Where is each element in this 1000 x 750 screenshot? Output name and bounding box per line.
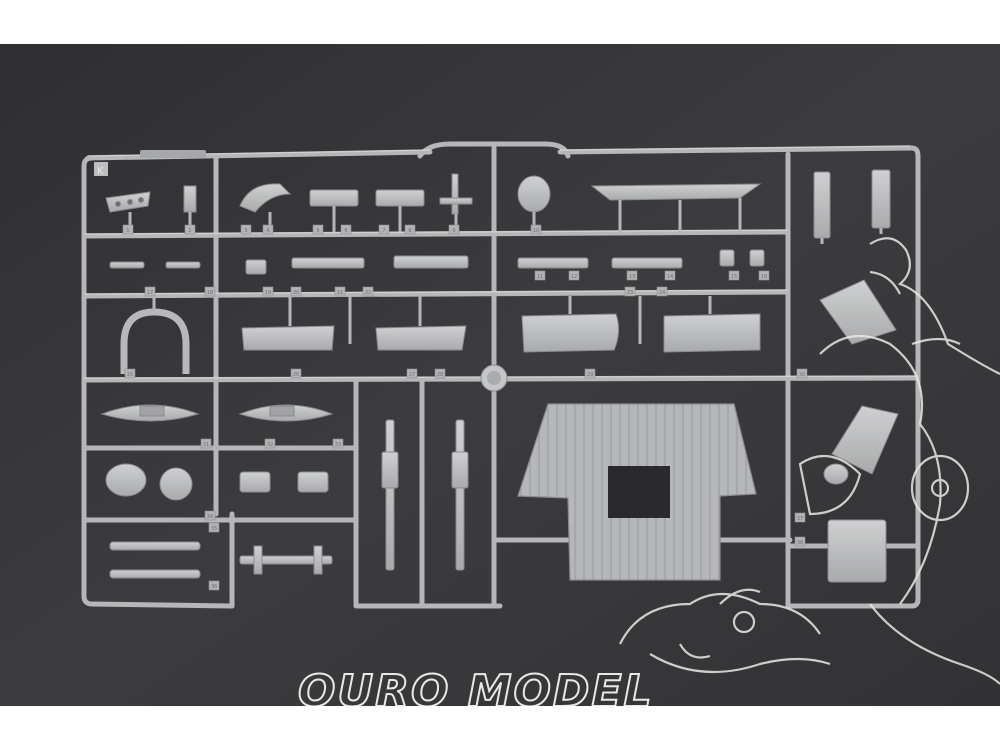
part-number: 18 <box>207 290 213 296</box>
part-number: 27 <box>409 372 415 378</box>
part-number-tag: 26 <box>290 368 302 379</box>
right-column-parts <box>819 279 899 583</box>
part-number: 37 <box>797 516 803 522</box>
part-number-tag: 18 <box>204 286 216 297</box>
part-number: 30 <box>799 372 805 378</box>
part-number-tag: 37 <box>794 512 806 523</box>
part-number-tag: 34 <box>204 510 216 521</box>
part-number: 21 <box>337 290 343 296</box>
part-number: 38 <box>797 540 803 546</box>
part-number-tag: 12 <box>568 270 580 281</box>
part-number-tag: 30 <box>796 368 808 379</box>
watermark-label: OURO MODEL <box>298 666 654 706</box>
row-3-stubs <box>152 296 712 344</box>
part-number-tag: 36 <box>208 580 220 591</box>
row-2-parts <box>109 249 765 275</box>
part-number: 26 <box>293 372 299 378</box>
part-number: 12 <box>571 274 577 280</box>
part-number-tag: 29 <box>584 368 596 379</box>
part-number-tag: 8 <box>404 224 416 235</box>
part-number: 32 <box>267 442 273 448</box>
part-number: 4 <box>266 228 269 234</box>
part-number-tag: 21 <box>334 286 346 297</box>
part-number: 31 <box>203 442 209 448</box>
row-1-parts <box>105 169 891 239</box>
part-number: 34 <box>207 514 213 520</box>
part-number-tag: 1 <box>122 224 134 235</box>
part-number-tag: 33 <box>332 438 344 449</box>
part-number-tag: 38 <box>794 536 806 547</box>
part-number-tag: 4 <box>262 224 274 235</box>
watermark-illustration <box>619 237 1000 685</box>
part-number: 15 <box>731 274 737 280</box>
part-number-tag: 22 <box>362 286 374 297</box>
part-number-tag: 13 <box>626 270 638 281</box>
part-number: 11 <box>537 274 543 280</box>
part-number-tag: 10 <box>530 224 542 235</box>
part-number-tag: 14 <box>664 270 676 281</box>
part-number-tag: 27 <box>406 368 418 379</box>
machine-guns <box>381 419 469 571</box>
part-number-tag: 9 <box>448 224 460 235</box>
part-number-tag: 20 <box>290 286 302 297</box>
part-number-tag: 31 <box>200 438 212 449</box>
part-number: 13 <box>629 274 635 280</box>
part-number-tag: 19 <box>262 286 274 297</box>
part-number: 35 <box>211 526 217 532</box>
part-number-tag: 25 <box>124 368 136 379</box>
part-number-tag: 24 <box>656 286 668 297</box>
part-number: 23 <box>627 290 633 296</box>
center-hub <box>480 364 508 392</box>
part-number: 29 <box>587 372 593 378</box>
part-number-tag: 11 <box>534 270 546 281</box>
part-number: 2 <box>188 228 191 234</box>
part-number: 9 <box>452 228 455 234</box>
part-number: 1 <box>126 228 129 234</box>
part-number: 20 <box>293 290 299 296</box>
row-3-parts <box>100 308 761 422</box>
part-number: 3 <box>244 228 247 234</box>
part-number-tag: 5 <box>312 224 324 235</box>
part-number-tag: 16 <box>758 270 770 281</box>
part-number: 5 <box>316 228 319 234</box>
part-number-tag: 7 <box>378 224 390 235</box>
part-number-tag: 2 <box>184 224 196 235</box>
deck-plate <box>517 403 757 581</box>
part-number: 8 <box>408 228 411 234</box>
part-number: 36 <box>211 584 217 590</box>
part-number: 25 <box>127 372 133 378</box>
watermark-text: OURO MODEL <box>297 665 654 706</box>
row-4-parts <box>105 463 333 579</box>
part-number: 24 <box>659 290 665 296</box>
part-number: 17 <box>147 290 153 296</box>
part-number: 14 <box>667 274 673 280</box>
part-number-tag: 35 <box>208 522 220 533</box>
part-number-tag: 28 <box>434 368 446 379</box>
part-number: 10 <box>533 228 539 234</box>
part-number: 6 <box>344 228 347 234</box>
part-number: 7 <box>382 228 385 234</box>
part-number: 33 <box>335 442 341 448</box>
row-1-stubs <box>128 198 883 244</box>
part-number-tag: 15 <box>728 270 740 281</box>
part-number: 22 <box>365 290 371 296</box>
sprue-letter: K <box>97 166 104 177</box>
part-number-tag: 6 <box>340 224 352 235</box>
part-number: 16 <box>761 274 767 280</box>
sprue-photo-canvas: K <box>0 44 1000 706</box>
part-number: 28 <box>437 372 443 378</box>
sprue-letter-tag: K <box>94 150 206 177</box>
sprue-photo: K <box>0 44 1000 706</box>
part-number-tag: 3 <box>240 224 252 235</box>
part-number: 19 <box>265 290 271 296</box>
part-number-tag: 23 <box>624 286 636 297</box>
part-number-tag: 32 <box>264 438 276 449</box>
part-number-tag: 17 <box>144 286 156 297</box>
